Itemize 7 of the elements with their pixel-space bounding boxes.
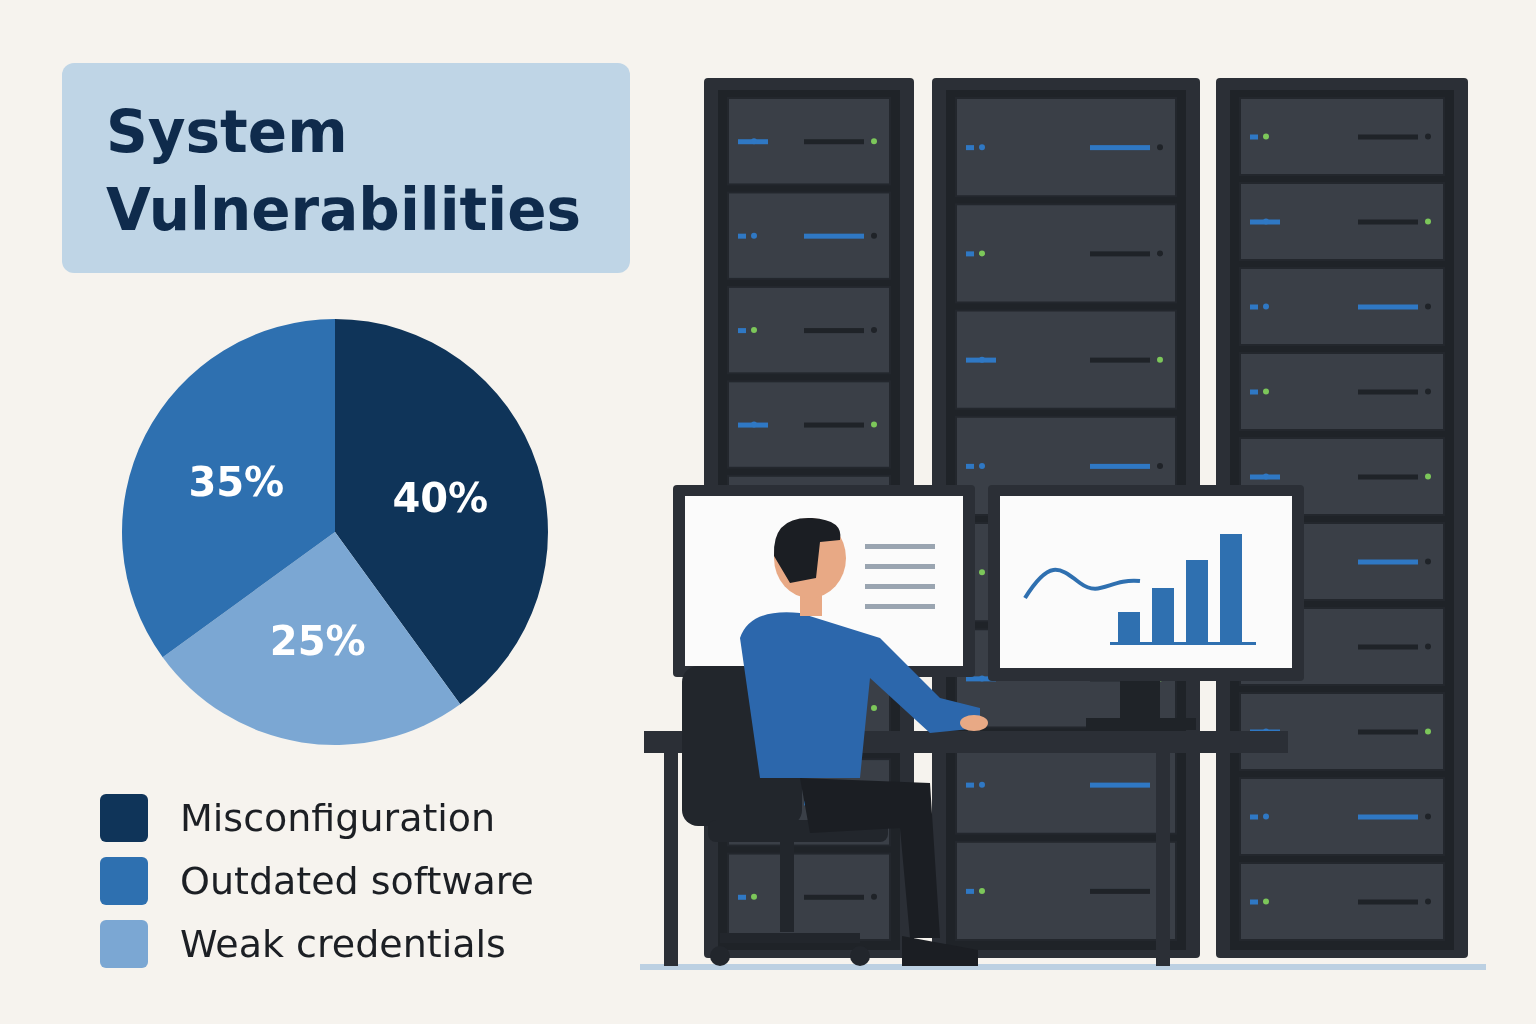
legend-label: Outdated software xyxy=(180,858,534,903)
value-label: 35% xyxy=(188,458,285,505)
value-label: 40% xyxy=(392,474,489,521)
legend-label: Misconfiguration xyxy=(180,795,496,840)
title: System Vulnerabilities xyxy=(106,97,582,246)
value-label: 25% xyxy=(269,618,366,665)
legend-label: Weak credentials xyxy=(180,921,506,966)
